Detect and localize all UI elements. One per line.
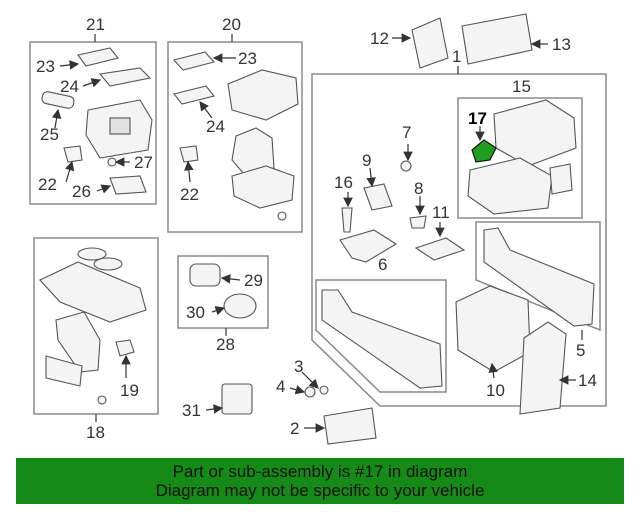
knob-cover-25[interactable]	[41, 91, 75, 109]
group-28-frame	[177, 255, 269, 329]
loose-parts: 12 13 31 4 3 2	[182, 13, 571, 445]
label-21-24: 24	[60, 77, 79, 96]
hinge-15[interactable]	[549, 163, 573, 195]
group-1-frame	[311, 73, 607, 407]
side-trim-18[interactable]	[55, 311, 101, 373]
clip-22-right[interactable]	[179, 145, 199, 163]
clip-19[interactable]	[115, 339, 135, 357]
label-12: 12	[370, 29, 389, 48]
cup-ring-2[interactable]	[93, 257, 123, 271]
label-19: 19	[120, 381, 139, 400]
socket-cap-30[interactable]	[223, 293, 257, 319]
label-16: 16	[334, 173, 353, 192]
label-11: 11	[432, 203, 450, 222]
mat-18[interactable]	[45, 355, 83, 387]
switch-31[interactable]	[221, 383, 253, 415]
screw-3[interactable]	[319, 385, 329, 395]
group-6-frame	[315, 279, 447, 393]
console-tray-18[interactable]	[39, 261, 147, 323]
latch-17-highlighted[interactable]	[471, 139, 497, 163]
cup-ring-1[interactable]	[77, 247, 107, 261]
group-21: 21 23 24 25 22 27 26	[29, 15, 157, 205]
banner-line-1: Part or sub-assembly is #17 in diagram	[172, 462, 468, 481]
group-28-label: 28	[216, 335, 235, 354]
armrest-base-15[interactable]	[467, 157, 553, 215]
group-21-label: 21	[86, 15, 105, 34]
screw-7[interactable]	[400, 160, 412, 172]
side-panel-6[interactable]	[321, 289, 443, 389]
bracket-2[interactable]	[323, 407, 377, 445]
group-18: 18 19	[33, 237, 159, 442]
label-7: 7	[402, 123, 411, 142]
clip-8[interactable]	[409, 215, 427, 229]
info-banner: Part or sub-assembly is #17 in diagram D…	[16, 458, 624, 504]
label-30: 30	[186, 303, 205, 322]
label-21-25: 25	[40, 125, 59, 144]
shift-slot	[109, 117, 131, 135]
boot-ring[interactable]	[231, 165, 295, 209]
power-socket-29[interactable]	[189, 263, 221, 287]
label-20-22: 22	[180, 185, 199, 204]
lid-panel-20[interactable]	[172, 51, 216, 71]
label-6: 6	[378, 255, 387, 274]
cup-holder-12[interactable]	[411, 17, 449, 69]
rear-panel-14[interactable]	[519, 321, 567, 415]
console-bracket[interactable]	[339, 229, 398, 263]
clip-22-left[interactable]	[63, 145, 83, 163]
group-5-frame	[475, 221, 601, 332]
label-2: 2	[290, 419, 299, 438]
bracket-9[interactable]	[363, 183, 393, 211]
label-9: 9	[362, 151, 371, 170]
label-21-23: 23	[36, 57, 55, 76]
group-20-label: 20	[222, 15, 241, 34]
group-1-label: 1	[452, 47, 461, 66]
label-10: 10	[486, 381, 505, 400]
label-20-24: 24	[206, 117, 225, 136]
clip-4[interactable]	[304, 386, 316, 398]
armrest-lid-15[interactable]	[493, 99, 577, 167]
label-21-27: 27	[134, 153, 153, 172]
group-21-frame	[29, 41, 157, 205]
group-15-frame	[457, 97, 583, 219]
side-panel-5[interactable]	[483, 227, 595, 327]
banner-line-2: Diagram may not be specific to your vehi…	[155, 481, 485, 500]
label-31: 31	[182, 401, 201, 420]
group-1: 1 15 17 7 9 16 8 11 6	[311, 47, 607, 415]
label-29: 29	[244, 271, 263, 290]
screw-20[interactable]	[277, 211, 287, 221]
label-13: 13	[552, 35, 571, 54]
label-17: 17	[468, 109, 487, 128]
bulb-27[interactable]	[107, 157, 117, 167]
console-box-10[interactable]	[455, 285, 531, 373]
group-20-frame	[167, 41, 303, 233]
trim-plate-21[interactable]	[98, 67, 152, 87]
parts-diagram: 21 23 24 25 22 27 26 20	[29, 13, 607, 445]
pin-16[interactable]	[341, 207, 353, 233]
trim-plate-20[interactable]	[173, 85, 215, 105]
group-28: 28 29 30	[177, 255, 269, 354]
label-14: 14	[578, 371, 597, 390]
lid-panel-21[interactable]	[77, 47, 119, 67]
group-18-label: 18	[86, 423, 105, 442]
group-20: 20 23 24 22	[167, 15, 303, 233]
tray-13[interactable]	[461, 13, 533, 65]
label-5: 5	[576, 341, 585, 360]
group-15-label: 15	[512, 77, 531, 96]
harness-26[interactable]	[109, 175, 147, 195]
label-8: 8	[414, 179, 423, 198]
mat-11[interactable]	[414, 237, 466, 261]
screw-18[interactable]	[97, 395, 107, 405]
shift-bezel-20[interactable]	[227, 69, 299, 121]
label-21-22: 22	[38, 175, 57, 194]
label-20-23: 23	[238, 49, 257, 68]
label-21-26: 26	[72, 182, 91, 201]
label-3: 3	[294, 357, 303, 376]
shift-boot[interactable]	[231, 127, 275, 175]
label-4: 4	[276, 377, 285, 396]
